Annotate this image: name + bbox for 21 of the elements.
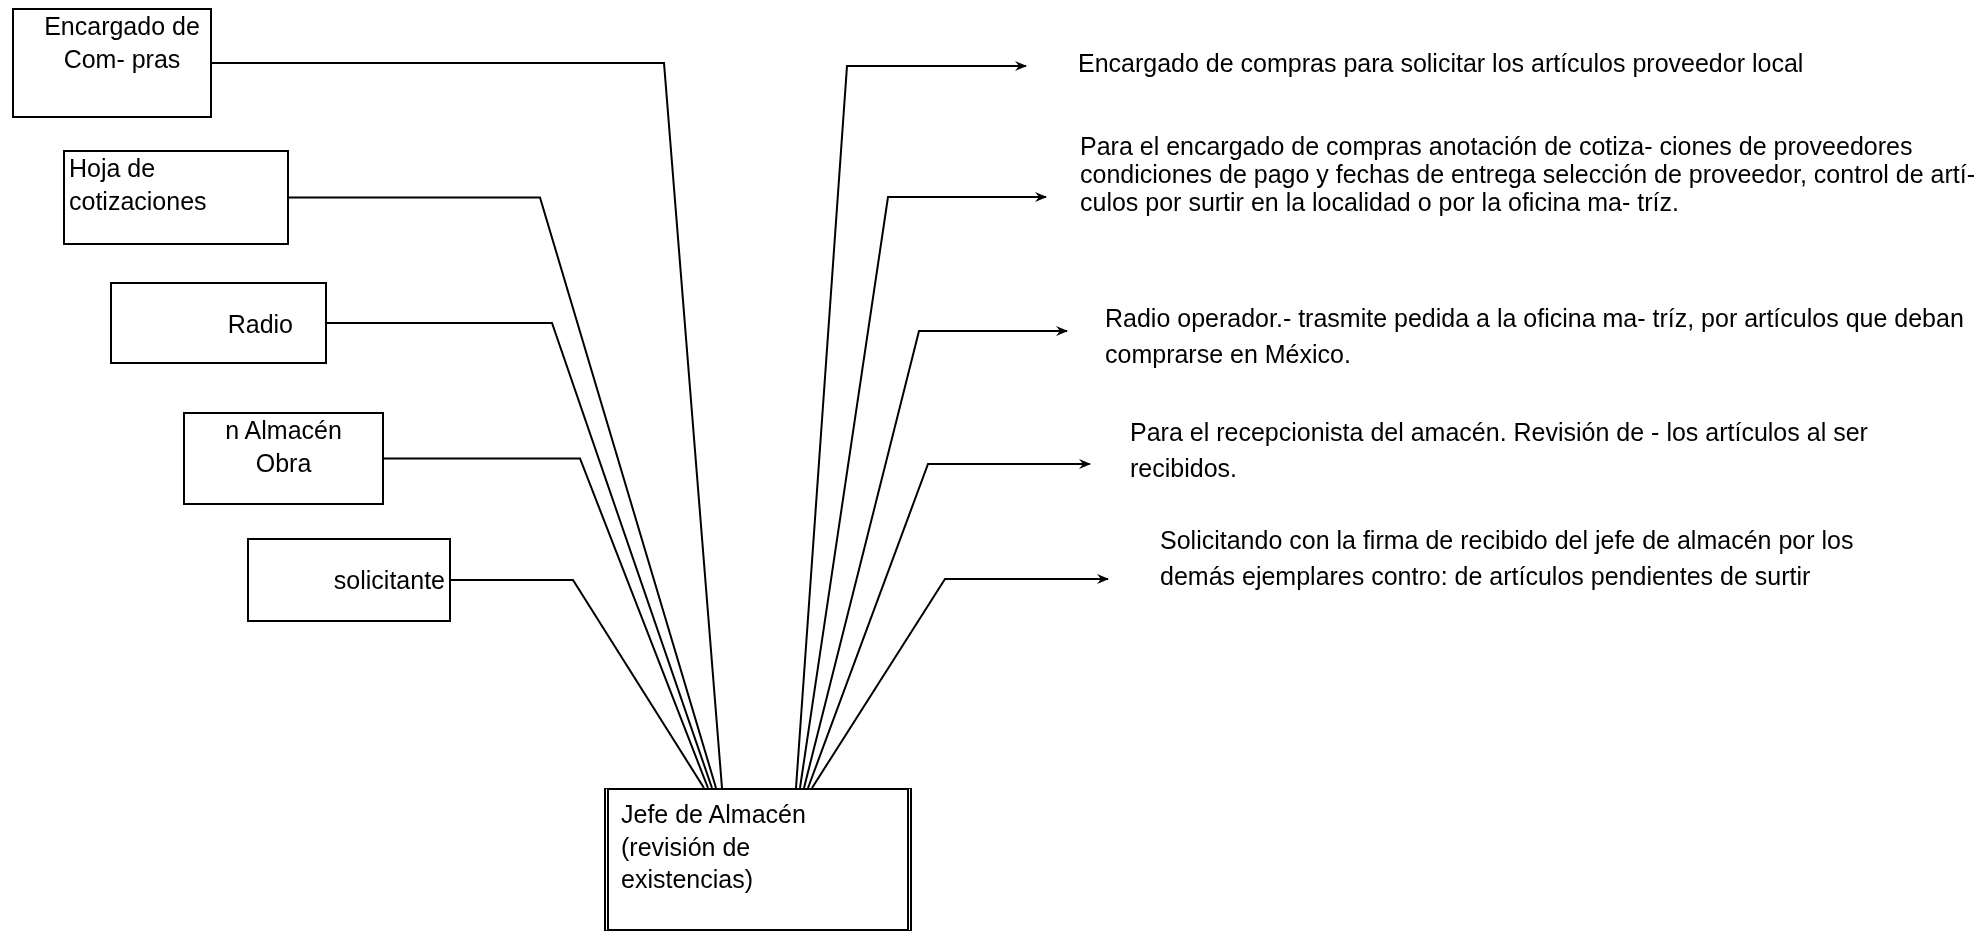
arrow [803,326,1068,789]
role-box: solicitante [247,538,451,622]
description-text: Encargado de compras para solicitar los artículos proveedor local [1026,52,1976,112]
description-text: Para el recepcionista del amacén. Revisión de - los artículos al ser recibidos. [1090,414,1970,494]
role-box: Radio [110,282,327,364]
role-box: n Almacén Obra [183,412,384,505]
connector-line [326,322,713,789]
connector-line [211,62,723,789]
arrow [811,574,1109,789]
connector-line [288,196,717,789]
description-text: Radio operador.- trasmite pedida a la oficina ma- tríz, por artículos que deban comprarse en México. [1067,300,1987,380]
description-text: Para el encargado de compras anotación de cotiza- ciones de proveedores condiciones de pago y fechas de entrega selección de proveedor, control de artí- culos por surtir en la localidad o por la oficina ma- tríz. [1046,132,1976,272]
connector-line [383,457,709,789]
arrow [807,459,1091,789]
arrow [799,192,1047,789]
arrow [795,61,1027,789]
description-text: Solicitando con la firma de recibido del jefe de almacén por los demás ejemplares contro: de artículos pendientes de surtir [1108,522,1908,642]
role-box: Encargado de Com- pras [12,8,212,118]
connector-line [450,579,705,789]
central-box: Jefe de Almacén (revisión de existencias) [604,788,912,931]
document-box: Hoja de cotizaciones [63,150,289,245]
